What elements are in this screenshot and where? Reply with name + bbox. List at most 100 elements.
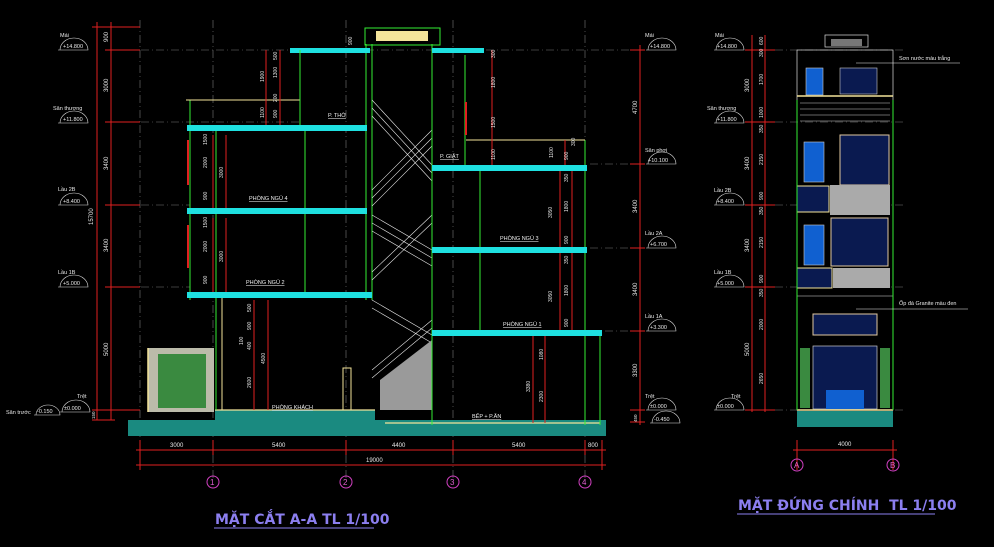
label: -0.450 bbox=[654, 417, 670, 423]
dim: 3050 bbox=[548, 207, 554, 218]
label: ±0.000 bbox=[717, 404, 734, 410]
dim: 2150 bbox=[759, 237, 765, 248]
dim: 2600 bbox=[247, 377, 253, 388]
elevation-bottom-dims: 4000 A B bbox=[790, 440, 900, 472]
dim: 1800 bbox=[564, 201, 570, 212]
elevation-title: MẶT ĐỨNG CHÍNH TL 1/100 bbox=[738, 496, 957, 514]
dim: 5400 bbox=[512, 443, 526, 449]
level-marker: Sân thượng+11.800 bbox=[707, 106, 745, 124]
section-dims-left: 15700 900 3000 3400 3400 5000 150 bbox=[89, 22, 140, 421]
dim: 1700 bbox=[759, 74, 765, 85]
level-marker: Mái+14.800 bbox=[645, 33, 677, 51]
section-bottom-dims: 3000 5400 4400 5400 800 19000 1 2 3 4 bbox=[136, 440, 606, 489]
dim: 1500 bbox=[203, 217, 209, 228]
label: Lầu 2B bbox=[58, 187, 76, 193]
label: Sân phơi bbox=[645, 148, 667, 154]
dim: 3400 bbox=[633, 282, 639, 296]
dim: 900 bbox=[203, 191, 209, 200]
section-level-markers-left: Mái+14.800 Sân thượng+11.800 Lầu 2B+8.40… bbox=[6, 33, 91, 416]
label: +6.700 bbox=[650, 242, 667, 248]
staircase bbox=[371, 99, 433, 379]
label: +10.100 bbox=[648, 158, 668, 164]
dim: 1300 bbox=[273, 67, 279, 78]
dim: 350 bbox=[759, 206, 765, 215]
dim: 3400 bbox=[104, 156, 110, 170]
dim: 300 bbox=[759, 48, 765, 57]
label: Lầu 1B bbox=[714, 270, 732, 276]
label: +14.800 bbox=[63, 44, 83, 50]
room-label: PHÒNG NGỦ 2 bbox=[246, 279, 285, 286]
dim: 4700 bbox=[633, 100, 639, 114]
elevation-level-markers: Mái+14.800 Sân thượng+11.800 Lầu 2B+8.40… bbox=[707, 33, 745, 411]
dim: 1100 bbox=[260, 107, 266, 118]
dim: 900 bbox=[564, 318, 570, 327]
label: ±0.000 bbox=[64, 406, 81, 412]
dim: 900 bbox=[247, 321, 253, 330]
dim: 3000 bbox=[170, 443, 184, 449]
label: +3.300 bbox=[650, 325, 667, 331]
dim: 3400 bbox=[745, 156, 751, 170]
dim: 4500 bbox=[261, 353, 267, 364]
label: Trệt bbox=[77, 394, 87, 400]
dim: 350 bbox=[759, 288, 765, 297]
axis-marker: 1 bbox=[206, 475, 220, 489]
dim: 900 bbox=[273, 109, 279, 118]
level-marker: Trệt ±0.000 bbox=[60, 394, 91, 413]
label: Sân thượng bbox=[707, 106, 736, 112]
axis-marker: 2 bbox=[339, 475, 353, 489]
dim: 3000 bbox=[219, 167, 225, 178]
dim: 900 bbox=[203, 275, 209, 284]
dim: 500 bbox=[273, 51, 279, 60]
section-level-markers-right: Mái+14.800 Sân phơi+10.100 Lầu 2A+6.700 … bbox=[645, 33, 681, 424]
dim: 3400 bbox=[745, 238, 751, 252]
elevation-facade bbox=[796, 34, 894, 427]
dim: 1000 bbox=[759, 107, 765, 118]
label: 3 bbox=[450, 478, 455, 487]
label: +8.400 bbox=[717, 199, 734, 205]
level-marker: Sân thượng+11.800 bbox=[53, 106, 89, 124]
room-label: PHÒNG KHÁCH bbox=[272, 404, 313, 411]
section-inner-dims: 1900 1300 500 1100 900 200 1500 2000 900… bbox=[203, 36, 577, 423]
dim: 3000 bbox=[104, 78, 110, 92]
label: Sân trước bbox=[6, 410, 31, 416]
dim: 2650 bbox=[759, 373, 765, 384]
room-label: P. THỜ bbox=[328, 112, 346, 119]
label: Lầu 2B bbox=[714, 188, 732, 194]
dim: 600 bbox=[759, 36, 765, 45]
dim: 350 bbox=[759, 124, 765, 133]
dim: 1500 bbox=[491, 117, 497, 128]
section-title: MẶT CẮT A-A TL 1/100 bbox=[215, 509, 390, 528]
dim: 1800 bbox=[564, 285, 570, 296]
dim: 300 bbox=[571, 137, 577, 146]
label: +5.000 bbox=[63, 281, 80, 287]
dim: 3000 bbox=[219, 251, 225, 262]
section-dims-right: 4700 3400 3400 3300 450 bbox=[630, 45, 645, 425]
level-marker: Sân phơi +10.100 bbox=[645, 148, 677, 165]
dim: 2150 bbox=[759, 154, 765, 165]
level-marker: Lầu 1A+3.300 bbox=[645, 314, 677, 332]
room-label: PHÒNG NGỦ 3 bbox=[500, 235, 539, 242]
label: 1 bbox=[210, 478, 215, 487]
room-label: BẾP + P.ĂN bbox=[472, 413, 501, 420]
dim: 3000 bbox=[745, 78, 751, 92]
dim: 5400 bbox=[272, 443, 286, 449]
dim: 900 bbox=[348, 36, 354, 45]
label: Mái bbox=[60, 33, 69, 39]
room-label: PHÒNG NGỦ 4 bbox=[249, 195, 288, 202]
label: 2 bbox=[343, 478, 348, 487]
label: Sân thượng bbox=[53, 106, 82, 112]
dim: 3400 bbox=[633, 199, 639, 213]
dim: 5000 bbox=[745, 342, 751, 356]
label: Mái bbox=[645, 33, 654, 39]
dim: 900 bbox=[759, 274, 765, 283]
elevation-notes: Sơn nước màu trắng Ốp đá Granite màu đen bbox=[856, 55, 968, 310]
level-marker: Trệt±0.000 bbox=[645, 394, 677, 411]
width-dim: 4000 bbox=[838, 442, 852, 448]
dim: 1800 bbox=[491, 77, 497, 88]
label: ±0.000 bbox=[650, 404, 667, 410]
dim: 900 bbox=[759, 191, 765, 200]
level-marker: -0.450 bbox=[650, 410, 681, 424]
axis-marker: 4 bbox=[578, 475, 592, 489]
section-building bbox=[128, 27, 606, 436]
